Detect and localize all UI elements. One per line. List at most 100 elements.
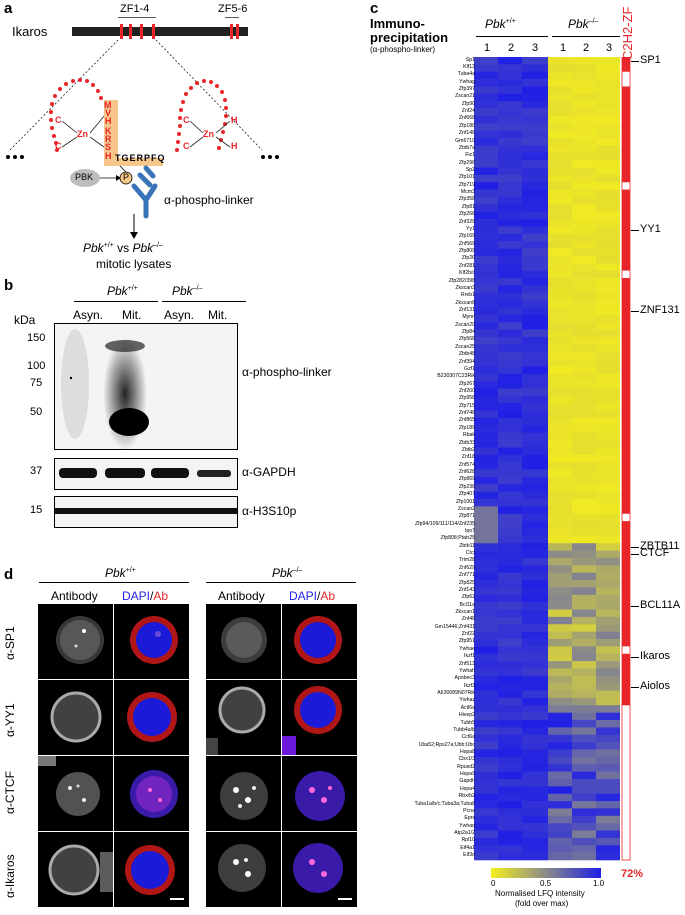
gene-label: Znf143 [458,586,475,593]
c2h2-indicator [622,381,630,389]
heatmap-cell [572,749,596,758]
gene-label: Znf146 [458,130,475,137]
heatmap-cell [548,233,572,242]
heatmap-cell [572,425,596,434]
heatmap-cell [474,587,498,596]
heatmap-cell [548,359,572,367]
gene-label: Ipo7 [464,527,475,534]
gene-label: Zbtb11 [459,542,475,549]
heatmap-cell [596,160,620,168]
gene-label: Mynn [462,314,475,321]
heatmap-cell [522,71,548,80]
gene-label: Zfp94/109/111/114/Znf235 [415,520,475,527]
gene-label: Znf24 [461,108,475,115]
heatmap-cell [572,661,596,669]
heatmap-cell [548,484,572,492]
gene-label: Zfp282/398 [448,277,475,284]
heatmap-cell [596,594,620,603]
comparison-geno1: Pbk [83,241,104,255]
heatmap-cell [522,79,548,87]
gene-label: Eif4a1 [460,844,475,851]
heatmap-cell [548,675,572,684]
heatmap-cell [572,469,596,478]
heatmap-cell [596,823,620,831]
heatmap-cell [572,690,596,699]
c2h2-indicator [622,388,630,397]
d-row-label-ikaros: α-Ikaros [3,854,17,898]
heatmap-cell [596,808,620,817]
heatmap-cell [522,152,548,161]
heatmap-cell [474,160,498,168]
heatmap-cell [572,285,596,294]
heatmap-cell [522,815,548,824]
heatmap-cell [498,395,522,404]
heatmap-cell [522,130,548,139]
blot-h3s10p [54,496,238,528]
heatmap-cell [474,720,498,728]
heatmap-cell [572,152,596,161]
heatmap-cell [498,432,522,441]
heatmap-cell [596,513,620,522]
micrograph-wt-sp1-merge [114,604,189,679]
heatmap-cell [548,815,572,824]
gene-label: Zfp407 [458,491,475,498]
lane-label-3: Asyn. [164,308,195,322]
annotation-connector [631,60,639,62]
heatmap-cell [522,344,548,352]
heatmap-cell [572,307,596,316]
heatmap-cell [596,189,620,198]
heatmap-cell [474,845,498,853]
c2h2-indicator [622,432,630,441]
heatmap-cell [572,550,596,559]
gene-label: Znf574 [458,461,475,468]
heatmap-cell [498,366,522,375]
heatmap-cell [474,580,498,588]
annotation-connector [631,686,639,688]
heatmap-cell [572,211,596,220]
gene-label: Trim28 [459,557,475,564]
heatmap-cell [498,771,522,780]
heatmap-cell [498,491,522,500]
heatmap-cell [522,720,548,728]
heatmap-cell [522,314,548,323]
heatmap-cell [522,440,548,448]
heatmap-cell [596,550,620,559]
gene-label: Zfp808;Ptatr25 [440,535,475,542]
c2h2-indicator [622,683,630,691]
heatmap-cell [474,241,498,249]
heatmap-cell [548,646,572,655]
heatmap-cell [572,219,596,227]
colorbar-title-2: (fold over max) [515,899,569,908]
heatmap-cell [596,130,620,139]
heatmap-cell [474,211,498,220]
annotation-label: SP1 [640,53,661,66]
heatmap-cell [498,675,522,684]
heatmap-cell [596,616,620,625]
comparison-label: Pbk+/+ vs Pbk–/– [83,241,163,255]
d-col-antibody-2: Antibody [218,589,265,603]
gene-label: Zbtb33 [458,439,475,446]
gene-label: Zfp397 [458,85,475,92]
c2h2-indicator [622,454,630,463]
heatmap-cell [596,255,620,264]
gene-label: Ywhag [459,78,475,85]
gene-label: Zfp189 [458,424,475,431]
heatmap-cell [474,793,498,802]
heatmap-cell [596,572,620,581]
heatmap-cell [596,329,620,338]
heatmap-cell [596,226,620,235]
heatmap-cell [548,808,572,817]
heatmap-cell [474,93,498,102]
heatmap-cell [522,86,548,95]
marker-75: 75 [30,377,43,389]
heatmap-cell [498,616,522,625]
heatmap-cell [498,403,522,411]
heatmap-cell [522,292,548,301]
heatmap-cell [522,683,548,691]
c-geno-ko: Pbk–/– [568,17,598,31]
heatmap-cell [522,160,548,168]
c2h2-header: C2H2-ZF [620,6,635,60]
gene-label: Zfp267 [458,380,475,387]
c2h2-indicator [622,653,630,662]
c2h2-indicator [622,417,630,426]
